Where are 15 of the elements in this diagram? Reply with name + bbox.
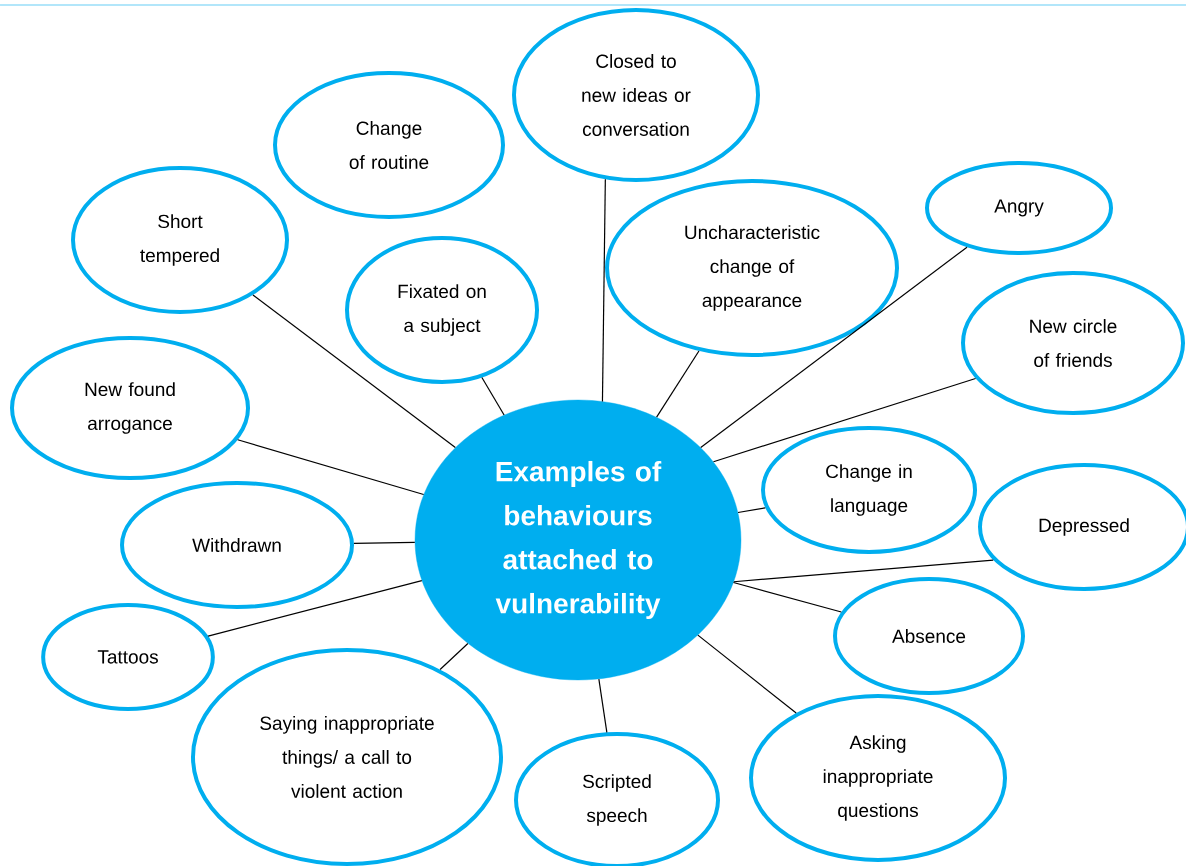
- connector-line: [697, 634, 797, 714]
- connector-line: [598, 678, 608, 733]
- connector-line: [712, 377, 977, 463]
- connector-line: [601, 178, 606, 402]
- connector-line: [737, 507, 766, 514]
- connector-line: [732, 581, 842, 613]
- connector-line: [252, 294, 456, 449]
- connector-line: [207, 580, 423, 637]
- connector-line: [656, 350, 700, 418]
- connector-line: [700, 246, 968, 449]
- connector-line: [481, 376, 505, 416]
- connector-line: [733, 559, 994, 583]
- connector-line: [353, 541, 416, 544]
- connector-line: [237, 439, 425, 496]
- connector-line: [439, 642, 469, 671]
